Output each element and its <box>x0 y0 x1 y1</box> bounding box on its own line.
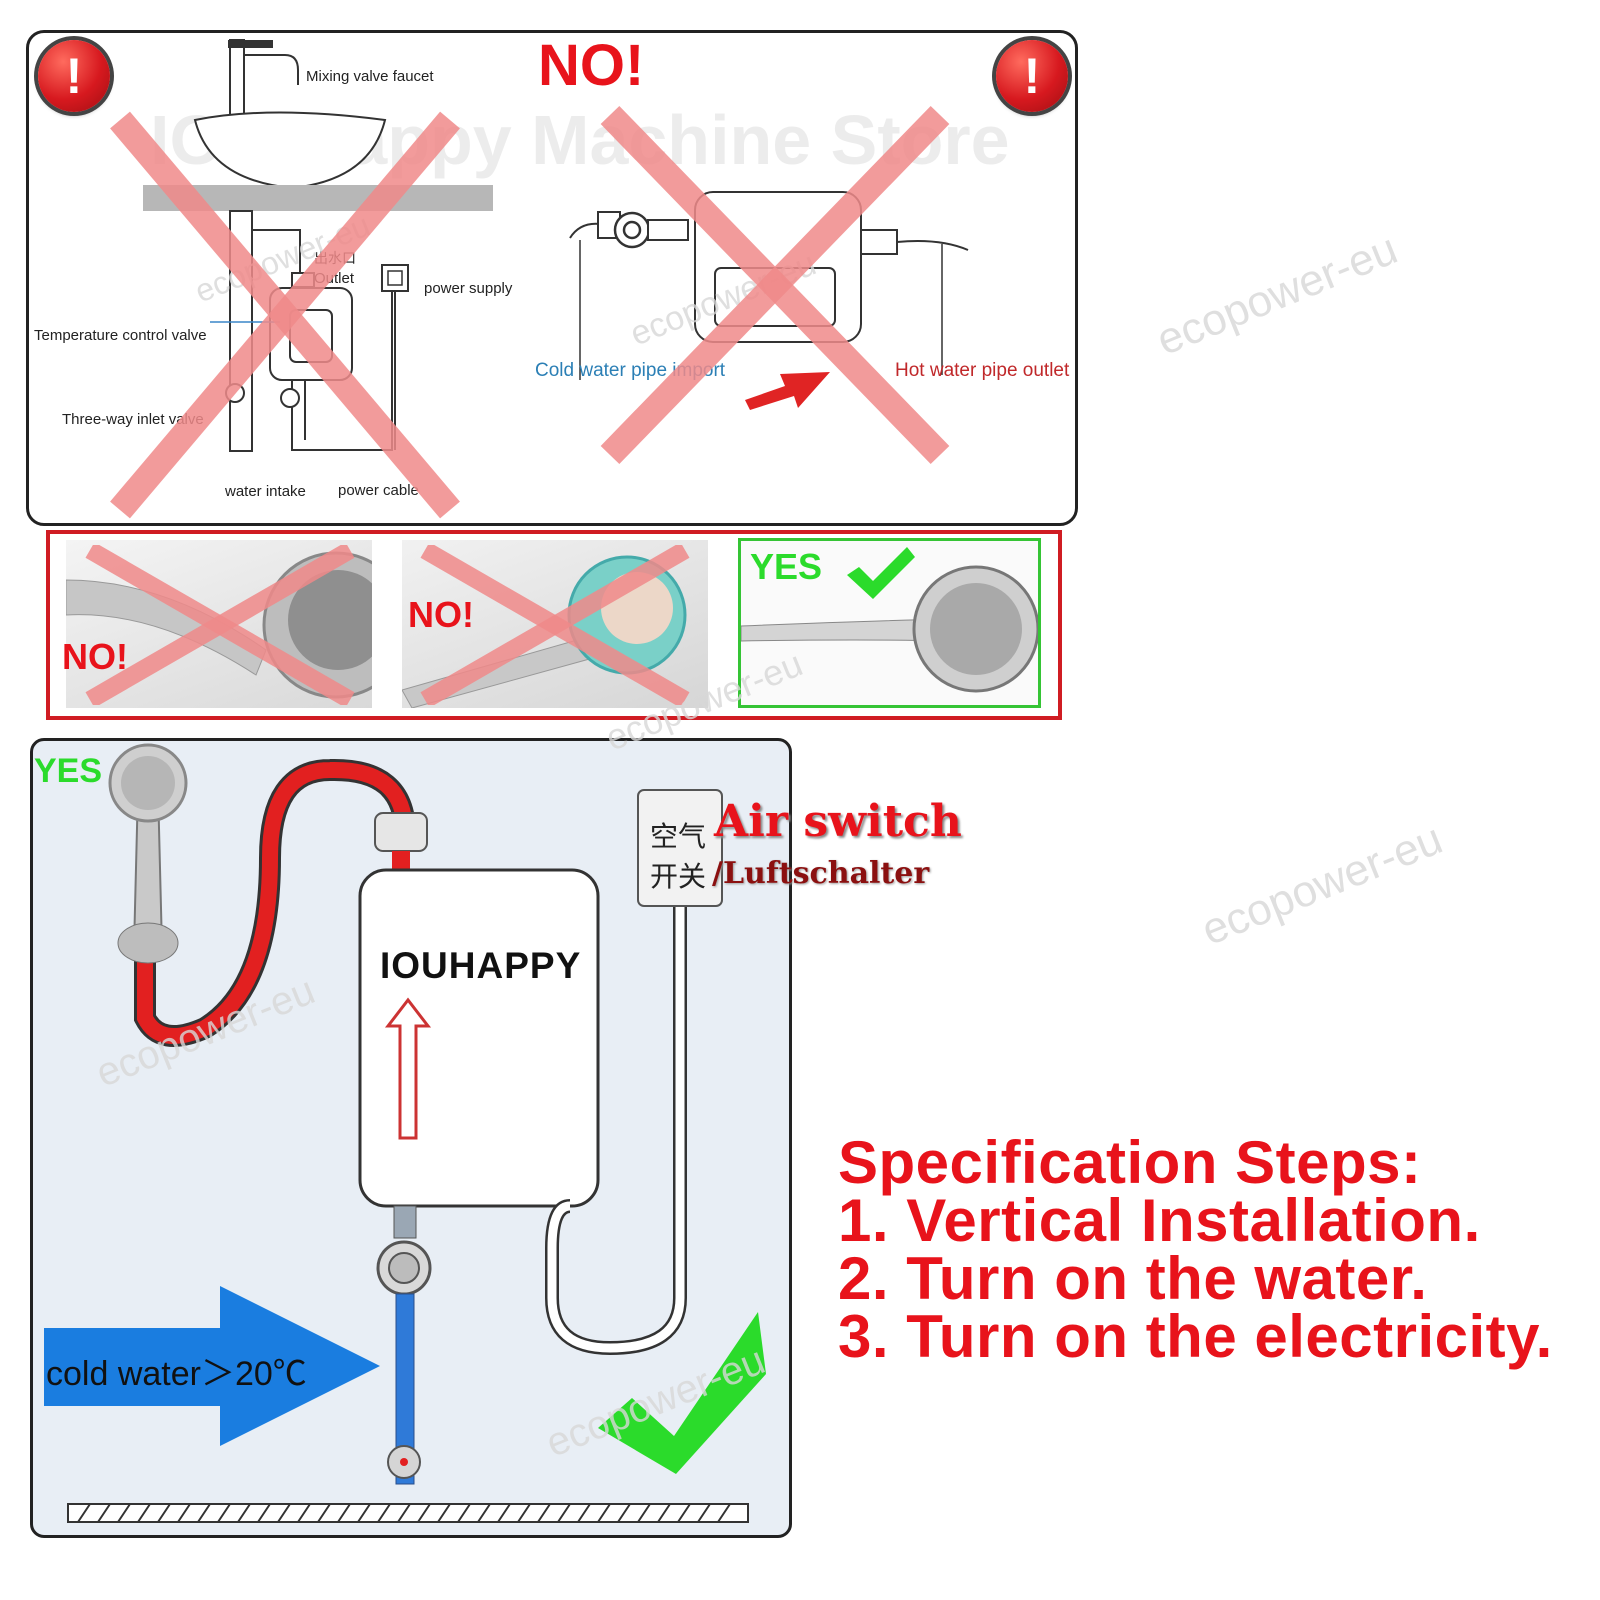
shower-no-label-2: NO! <box>408 594 474 635</box>
exclamation-icon: ! <box>38 40 110 112</box>
cross-out-icon <box>420 545 690 705</box>
temperature-control-valve-label: Temperature control valve <box>34 327 207 344</box>
site-watermark: ecopower-eu <box>1149 224 1405 365</box>
exclamation-icon: ! <box>996 40 1068 112</box>
cold-water-label: cold water＞20℃ <box>46 1355 307 1393</box>
install-yes-label: YES <box>34 752 103 790</box>
mixing-valve-faucet-label: Mixing valve faucet <box>306 68 434 85</box>
air-switch-cn-line1: 空气 <box>650 821 707 852</box>
air-switch-de-label: /Luftschalter <box>712 856 930 891</box>
step-1: 1. Vertical Installation. <box>838 1187 1481 1254</box>
three-way-inlet-valve-label: Three-way inlet valve <box>62 411 204 428</box>
hot-water-pipe-outlet-label: Hot water pipe outlet <box>895 360 1070 381</box>
cross-out-icon <box>600 105 950 465</box>
step-3: 3. Turn on the electricity. <box>838 1303 1553 1370</box>
top-warning-panel <box>26 30 1078 526</box>
water-intake-label: water intake <box>225 483 306 500</box>
installation-drawing <box>44 743 766 1523</box>
site-watermark: ecopower-eu <box>1194 814 1450 955</box>
power-supply-label: power supply <box>424 280 513 297</box>
steps-title: Specification Steps: <box>838 1129 1422 1196</box>
checkmark-icon <box>847 547 915 599</box>
cross-out-icon <box>85 545 355 705</box>
step-2: 2. Turn on the water. <box>838 1245 1428 1312</box>
top-no-label: NO! <box>538 33 645 98</box>
shower-no-label-1: NO! <box>62 636 128 677</box>
power-cable-label: power cable <box>338 482 419 499</box>
brand-label: IOUHAPPY <box>380 945 582 986</box>
air-switch-label: Air switch <box>714 796 962 847</box>
cross-out-icon <box>110 111 460 519</box>
air-switch-cn-line2: 开关 <box>650 861 707 892</box>
shower-yes-label: YES <box>750 546 823 587</box>
